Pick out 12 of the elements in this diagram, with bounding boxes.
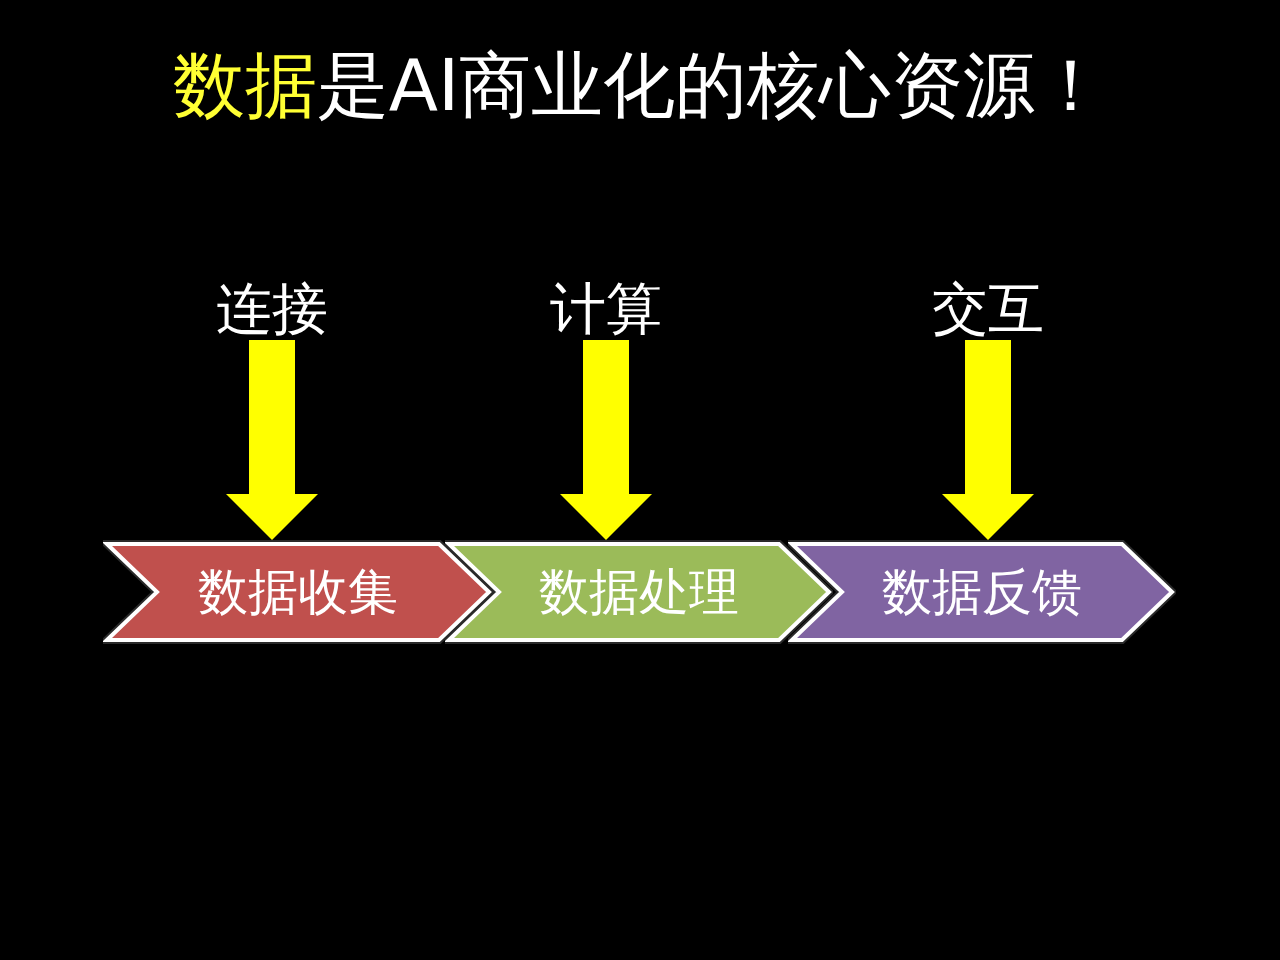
step-text: 数据反馈 (882, 563, 1082, 621)
stage-label: 连接 (216, 278, 328, 340)
step-text: 数据处理 (539, 563, 739, 621)
block-arrow (560, 340, 652, 540)
block-arrow (226, 340, 318, 540)
process-step (788, 540, 1176, 644)
slide-title: 数据是AI商业化的核心资源！ (172, 42, 1108, 128)
stage-label: 交互 (932, 278, 1044, 340)
process-step (103, 540, 493, 644)
stage-label: 计算 (550, 278, 662, 340)
step-text: 数据收集 (198, 563, 398, 621)
block-arrow (942, 340, 1034, 540)
